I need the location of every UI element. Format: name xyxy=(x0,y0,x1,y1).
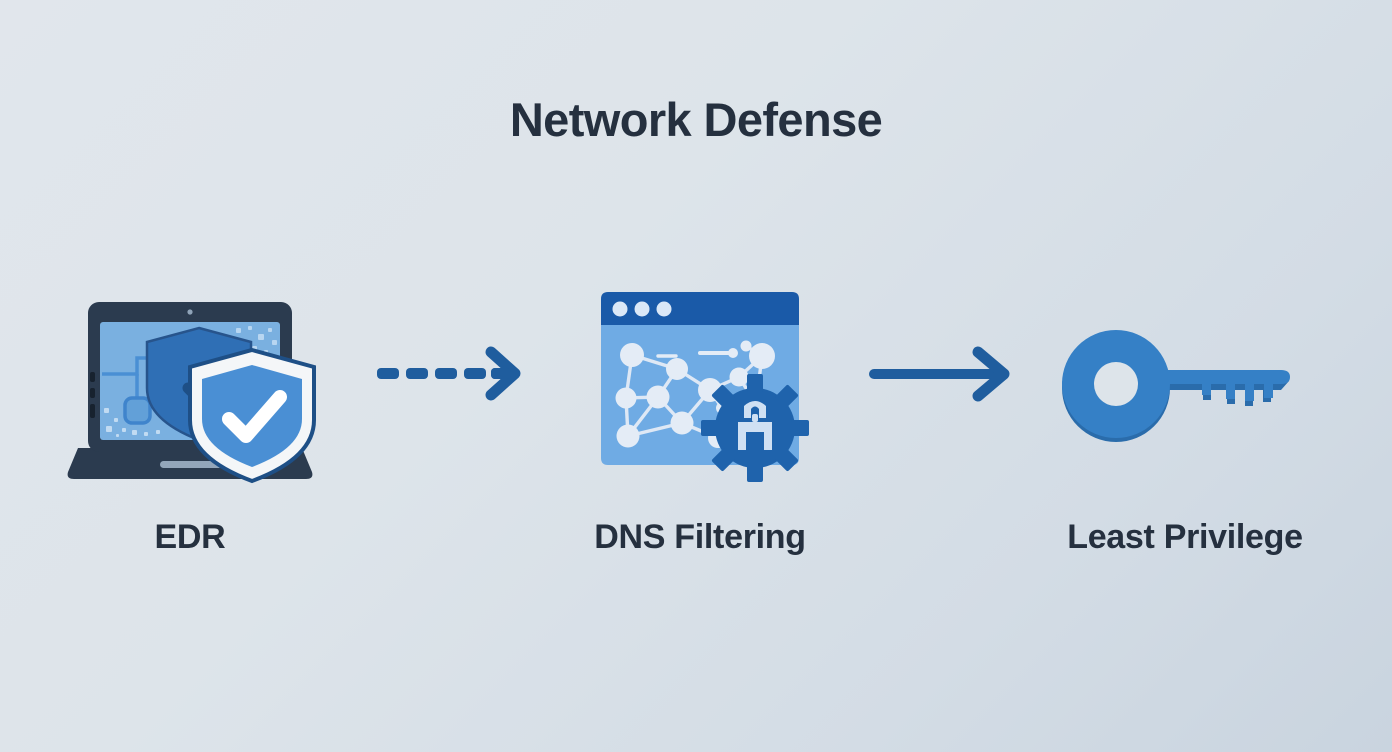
solid-arrow-icon xyxy=(869,346,1010,402)
dashed-arrow-icon xyxy=(377,346,521,401)
flow-step-edr[interactable]: EDR xyxy=(40,280,340,580)
browser-dot-icon[interactable] xyxy=(634,301,650,317)
laptop-trackpad xyxy=(160,461,222,468)
flow-step-label-dns-filtering: DNS Filtering xyxy=(594,518,806,556)
page-title: Network Defense xyxy=(509,93,883,146)
key-graphic xyxy=(1062,330,1290,442)
connector-edr-to-dns xyxy=(365,340,535,410)
flow-step-label-least-privilege: Least Privilege xyxy=(1067,518,1303,556)
flow-step-least-privilege[interactable]: Least Privilege xyxy=(1035,280,1335,580)
flow-step-dns-filtering[interactable]: DNS Filtering xyxy=(550,280,850,580)
key-icon xyxy=(1035,280,1335,490)
laptop-shield-icon xyxy=(40,280,340,490)
flow-step-label-edr: EDR xyxy=(154,518,226,556)
browser-dot-icon[interactable] xyxy=(656,301,672,317)
laptop-port xyxy=(90,372,95,382)
laptop-port xyxy=(90,388,95,398)
laptop-port xyxy=(90,404,95,418)
browser-titlebar xyxy=(601,292,799,325)
shield-front-icon xyxy=(188,347,316,484)
connector-dns-to-least-privilege xyxy=(860,340,1030,410)
browser-dot-icon[interactable] xyxy=(612,301,628,317)
laptop-webcam-icon xyxy=(187,309,193,315)
gear-lock-icon xyxy=(701,374,809,482)
browser-network-gear-icon xyxy=(550,280,850,490)
